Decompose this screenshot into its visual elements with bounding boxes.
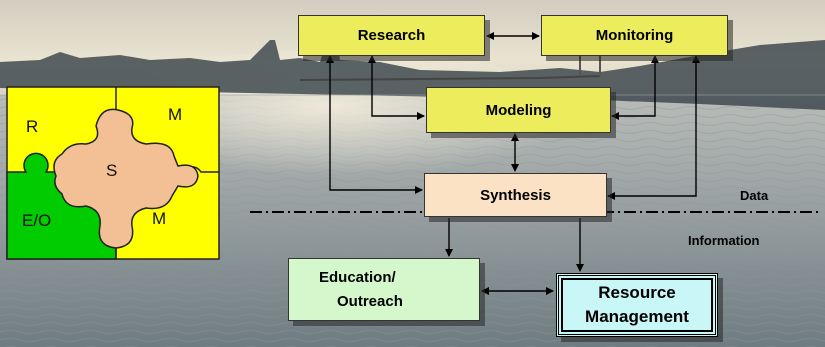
synthesis-label: Synthesis [480, 186, 551, 204]
research-label: Research [357, 27, 426, 44]
information-label: Information [688, 233, 760, 248]
data-label: Data [740, 188, 769, 203]
synthesis-box: Synthesis [424, 173, 607, 217]
puzzle-label-r: R [26, 117, 38, 136]
puzzle-label-m-top: M [168, 105, 182, 124]
resource-management-box: Resource Management [556, 273, 718, 337]
puzzle-label-s: S [106, 161, 117, 180]
education-label-line1: Education/ [319, 268, 396, 286]
puzzle-label-m-bottom: M [152, 209, 166, 228]
modeling-box: Modeling [426, 87, 611, 133]
arrow-research-modeling [368, 55, 425, 120]
puzzle-label-e-o: E/O [22, 211, 51, 230]
resource-label-line1: Resource [598, 283, 676, 302]
arrow-research-synthesis [326, 55, 423, 194]
puzzle-graphic: R M S E/O M [6, 86, 220, 260]
education-label-line2: Outreach [337, 292, 403, 310]
research-box: Research [298, 15, 485, 56]
arrow-monitoring-modeling [611, 55, 659, 120]
monitoring-label: Monitoring [595, 27, 674, 44]
arrow-monitoring-synthesis [607, 55, 700, 200]
modeling-label: Modeling [485, 101, 552, 119]
monitoring-box: Monitoring [541, 15, 728, 56]
resource-label-line2: Management [585, 307, 689, 326]
education-outreach-box: Education/ Outreach [288, 258, 480, 321]
